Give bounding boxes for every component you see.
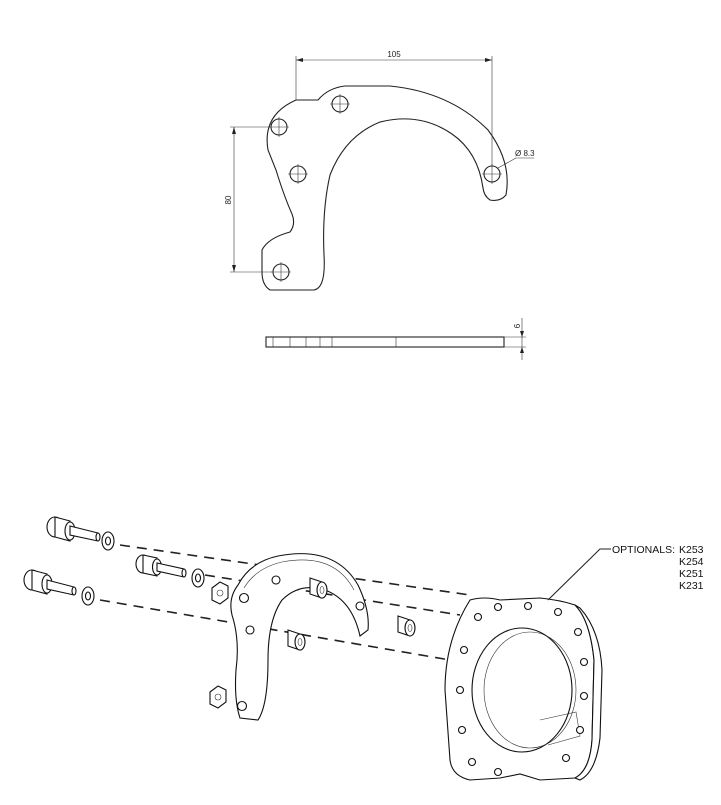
hole-diameter-label: Ø 8.3	[515, 149, 535, 158]
thickness-label: 6	[513, 323, 522, 328]
optional-code: K231	[679, 580, 704, 592]
dimension-height: 80	[224, 126, 272, 273]
bolt	[46, 516, 101, 542]
spacer	[309, 577, 328, 599]
flange-holes	[455, 601, 589, 777]
optional-code: K253	[679, 544, 704, 556]
spacer	[397, 615, 416, 637]
bracket-side-view: 6	[265, 318, 526, 360]
plate-edge	[265, 336, 505, 348]
bearing-housing	[444, 597, 603, 781]
bracket-top-view: 105 80 Ø 8.3	[224, 50, 535, 291]
dimension-thickness: 6	[504, 318, 526, 360]
optional-code: K254	[679, 556, 704, 568]
dimension-hole: Ø 8.3	[497, 149, 535, 169]
bracket-3d	[230, 553, 369, 721]
washer	[81, 586, 95, 606]
spacer	[287, 629, 306, 651]
washer	[101, 531, 115, 551]
hole-center-marks	[269, 94, 502, 282]
washer	[191, 568, 205, 588]
optional-code: K251	[679, 568, 704, 580]
optionals-label: OPTIONALS:	[612, 544, 675, 556]
nut	[209, 685, 227, 709]
height-label: 80	[224, 195, 233, 204]
bolt	[135, 554, 187, 578]
optionals-callout: OPTIONALS: K253 K254 K251 K231	[547, 544, 704, 601]
exploded-assembly: OPTIONALS: K253 K254 K251 K231	[23, 516, 704, 781]
hidden-lines	[272, 337, 397, 347]
width-label: 105	[387, 50, 401, 59]
bracket-outline	[261, 85, 508, 291]
nut	[211, 581, 229, 605]
bolt	[23, 569, 77, 596]
dimension-width: 105	[295, 50, 493, 166]
